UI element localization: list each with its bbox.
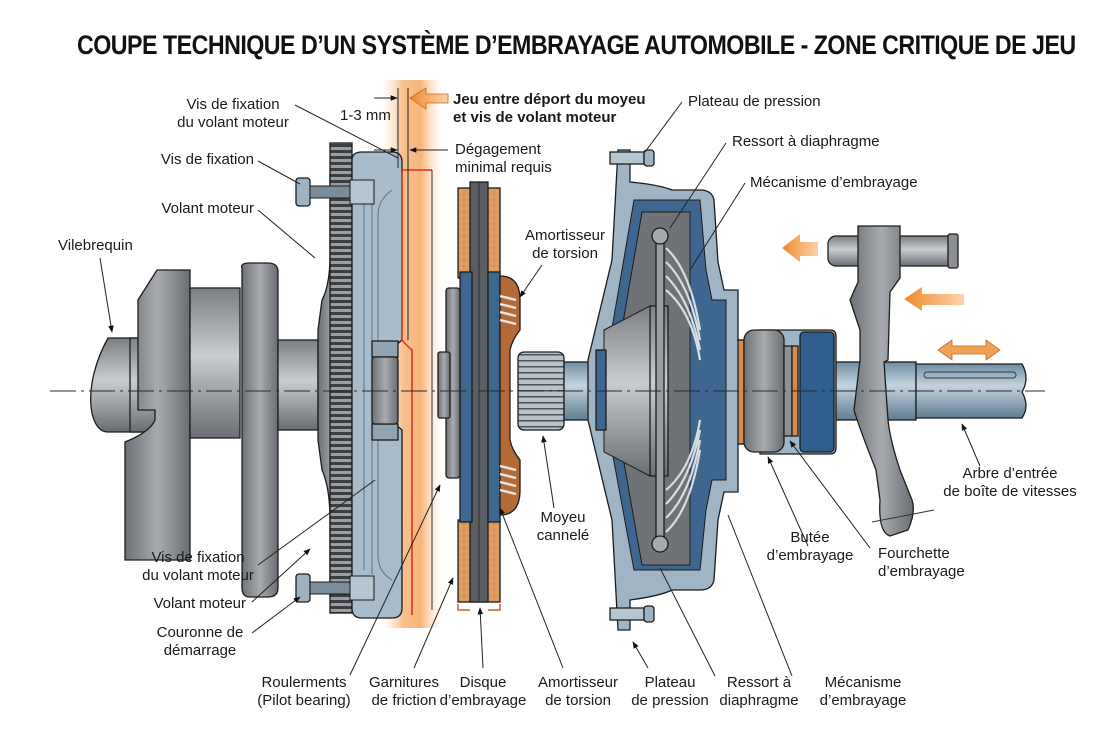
diagram-title: COUPE TECHNIQUE D’UN SYSTÈME D’EMBRAYAGE…	[77, 30, 1076, 60]
cover-bolt-top	[609, 151, 645, 165]
diaphragm-spring-fingers	[665, 247, 702, 533]
cover-bolt-bottom	[609, 607, 645, 621]
clutch-disc	[437, 181, 521, 611]
flywheel-bolt-bottom	[295, 573, 375, 603]
flywheel-bolt-top	[295, 177, 375, 207]
pressure-plate-cover	[587, 149, 837, 631]
torsion-damper	[499, 275, 521, 516]
leader-lines	[99, 101, 981, 677]
label-plateau-top: Plateau de pression	[688, 93, 821, 110]
gap-callout-arrow-icon	[409, 87, 449, 110]
pilot-bearing-race-bottom	[371, 423, 399, 441]
label-vilebrequin: Vilebrequin	[58, 237, 133, 254]
label-gap-dimension: 1-3 mm	[340, 107, 391, 124]
damper-spring	[499, 294, 517, 496]
fork-pivot-arrow-icon	[904, 287, 964, 311]
crankshaft	[90, 262, 319, 598]
label-ressort-top: Ressort à diaphragme	[732, 133, 880, 150]
fork-push-arrow-icon	[782, 234, 818, 262]
pilot-bearing-race-top	[371, 340, 399, 358]
release-collar	[799, 331, 835, 453]
clearance-boundary	[401, 169, 432, 615]
clutch-fork	[827, 225, 959, 537]
starter-ring-gear	[329, 142, 353, 614]
shaft-axial-arrow-icon	[937, 339, 1001, 361]
label-volant-moteur-top: Volant moteur	[161, 200, 254, 217]
label-volant-moteur-bottom: Volant moteur	[153, 595, 246, 612]
label-mecanisme-top: Mécanisme d’embrayage	[750, 174, 918, 191]
label-roulements: Roulerments(Pilot bearing)	[257, 674, 350, 709]
label-vis-fixation: Vis de fixation	[161, 151, 254, 168]
flywheel	[317, 142, 403, 619]
